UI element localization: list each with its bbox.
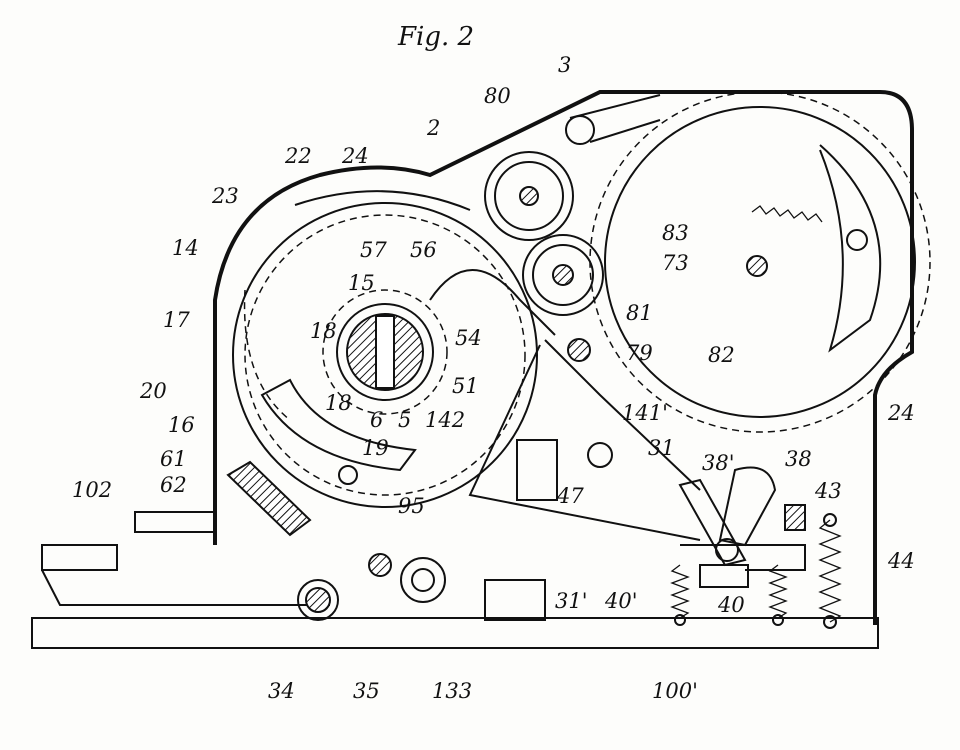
label-40p: 40' — [604, 589, 638, 613]
bracket-43 — [680, 544, 806, 571]
label-61: 61 — [160, 447, 187, 471]
lever-38 — [718, 466, 777, 547]
label-83: 83 — [662, 221, 689, 245]
base-plate — [31, 617, 879, 649]
label-57: 57 — [360, 238, 387, 262]
label-82: 82 — [708, 343, 735, 367]
left-plunger — [41, 544, 118, 571]
label-3: 3 — [558, 53, 571, 77]
label-5: 5 — [398, 408, 411, 432]
top-pulley — [565, 115, 595, 145]
block-lower — [484, 579, 546, 621]
stop-43 — [784, 504, 806, 531]
label-38p: 38' — [702, 451, 735, 475]
label-133: 133 — [432, 679, 472, 703]
lever-141p — [544, 339, 701, 491]
label-80: 80 — [484, 84, 511, 108]
spring-40p — [670, 564, 690, 619]
pin-47 — [587, 442, 613, 468]
label-95: 95 — [398, 494, 425, 518]
label-73: 73 — [662, 251, 689, 275]
hub-dash — [322, 289, 448, 415]
label-56: 56 — [410, 238, 437, 262]
drum-rim-22 — [294, 190, 471, 211]
label-31p: 31' — [555, 589, 588, 613]
label-16: 16 — [168, 413, 195, 437]
label-142: 142 — [425, 408, 465, 432]
label-81: 81 — [626, 301, 653, 325]
label-44: 44 — [887, 549, 915, 573]
label-102: 102 — [72, 478, 112, 502]
label-2: 2 — [426, 116, 440, 140]
label-38: 38 — [785, 447, 812, 471]
roller-133 — [400, 557, 446, 603]
sector-18 — [260, 378, 417, 472]
label-15: 15 — [348, 271, 375, 295]
label-18b: 18 — [325, 391, 352, 415]
label-24b: 24 — [887, 401, 915, 425]
label-141p: 141' — [622, 401, 668, 425]
block-100p — [699, 564, 749, 588]
dash-17 — [243, 289, 291, 421]
right-wheel — [604, 106, 916, 418]
label-17: 17 — [163, 308, 190, 332]
label-40: 40 — [717, 593, 745, 617]
top-belt — [569, 94, 661, 143]
housing-outline — [213, 90, 914, 625]
label-31: 31 — [648, 436, 675, 460]
label-62: 62 — [160, 473, 187, 497]
label-19: 19 — [362, 436, 389, 460]
label-47: 47 — [556, 484, 584, 508]
label-14: 14 — [172, 236, 199, 260]
spring-40 — [768, 564, 788, 619]
label-100p: 100' — [652, 679, 698, 703]
label-34: 34 — [268, 679, 295, 703]
label-35: 35 — [353, 679, 380, 703]
right-pivot — [846, 229, 868, 251]
label-23: 23 — [211, 184, 239, 208]
key-top — [134, 511, 216, 533]
spring-44 — [818, 519, 842, 623]
label-24a: 24 — [341, 144, 369, 168]
pin-19 — [338, 465, 358, 485]
label-54: 54 — [455, 326, 482, 350]
gear-3 — [484, 151, 574, 241]
block-47 — [516, 439, 558, 501]
right-spring — [751, 205, 823, 223]
label-22: 22 — [284, 144, 312, 168]
callout-labels: 3 80 2 22 24 23 14 57 56 83 73 15 17 18 … — [72, 53, 915, 703]
lever-38p — [678, 478, 747, 567]
left-bar — [41, 569, 330, 606]
shaft-81 — [567, 338, 591, 362]
hub-ring — [336, 303, 434, 401]
sector-56 — [429, 269, 556, 336]
hub-key — [375, 315, 395, 389]
lever-31 — [468, 344, 701, 541]
label-6: 6 — [370, 408, 383, 432]
label-43: 43 — [814, 479, 842, 503]
right-pawl — [819, 144, 882, 353]
drum-inner-dash — [244, 214, 526, 496]
label-79: 79 — [626, 341, 653, 365]
rod-35 — [368, 553, 392, 577]
label-51: 51 — [452, 374, 479, 398]
block-62 — [226, 460, 312, 537]
label-20: 20 — [139, 379, 167, 403]
gear-73 — [522, 234, 604, 316]
rod-34 — [305, 587, 331, 613]
figure-title: Fig. 2 — [397, 22, 474, 52]
label-18a: 18 — [310, 319, 337, 343]
main-drum — [232, 202, 538, 508]
right-axle — [746, 255, 768, 277]
